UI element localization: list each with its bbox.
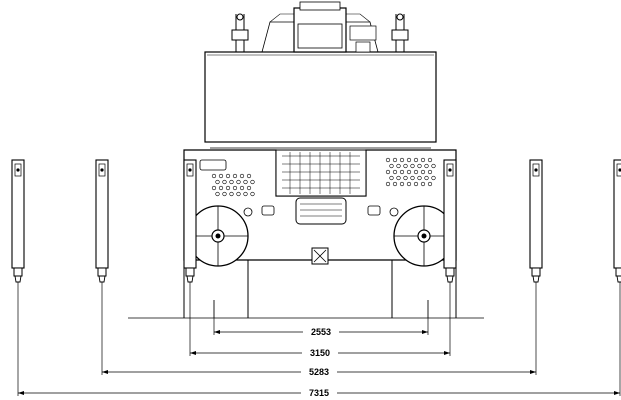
outrigger-jack [183, 159, 197, 283]
arrowhead [102, 370, 108, 374]
outrigger-jack [95, 159, 109, 283]
dimension-label: 3150 [310, 348, 330, 358]
dimension-track-inner: 2553 [213, 300, 429, 337]
vent-holes-left [211, 173, 255, 197]
lifting-lug-left [231, 13, 249, 52]
arrowhead [444, 351, 450, 355]
track-frames [128, 260, 484, 319]
dimension-label: 2553 [311, 327, 331, 337]
outrigger-jack [529, 159, 543, 283]
arrowhead [190, 351, 196, 355]
arrowhead [18, 391, 24, 395]
arrowhead [530, 370, 536, 374]
dimension-outrigger-inner: 5283 [101, 282, 537, 377]
counterweight-block [204, 51, 437, 143]
drive-wheel-left [187, 205, 249, 267]
arrowhead [614, 391, 620, 395]
outrigger-jack [613, 159, 621, 283]
vent-holes-right [385, 157, 436, 187]
outrigger-jack [11, 159, 25, 283]
superstructure [204, 1, 437, 149]
carbody [183, 149, 457, 265]
dimension-track-outer: 3150 [189, 282, 451, 358]
dimension-label: 5283 [309, 367, 329, 377]
dimension-label: 7315 [309, 388, 329, 398]
arrowhead [422, 330, 428, 334]
outrigger-jacks [11, 159, 621, 283]
dimension-lines: 2553 3150 5283 7315 [17, 282, 621, 398]
lifting-lug-right [391, 13, 409, 52]
arrowhead [214, 330, 220, 334]
outrigger-jack [443, 159, 457, 283]
dimension-outrigger-outer: 7315 [17, 282, 621, 398]
center-bracket [295, 197, 347, 225]
